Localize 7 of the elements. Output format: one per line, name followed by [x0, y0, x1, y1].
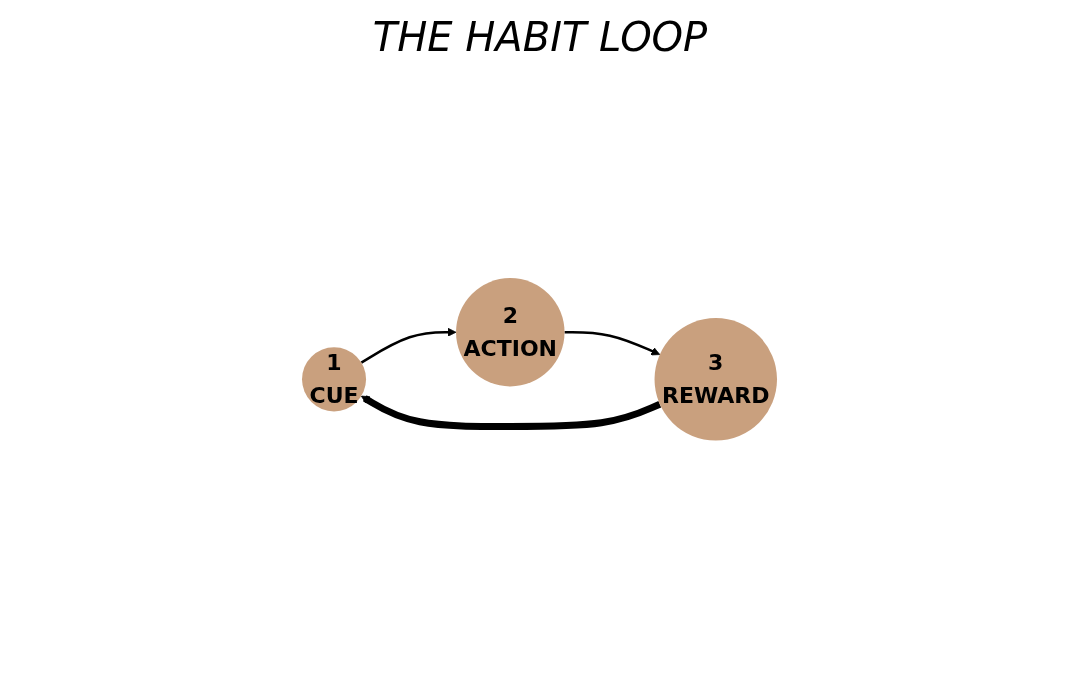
arrow [361, 327, 457, 364]
diagram-title: THE HABIT LOOP [371, 14, 709, 60]
node-circle: 3 REWARD [655, 317, 778, 441]
arrow [361, 394, 662, 430]
node-circle: 2 ACTION [456, 277, 565, 387]
node-circle: 1 CUE [302, 347, 367, 412]
arrow [565, 330, 661, 356]
